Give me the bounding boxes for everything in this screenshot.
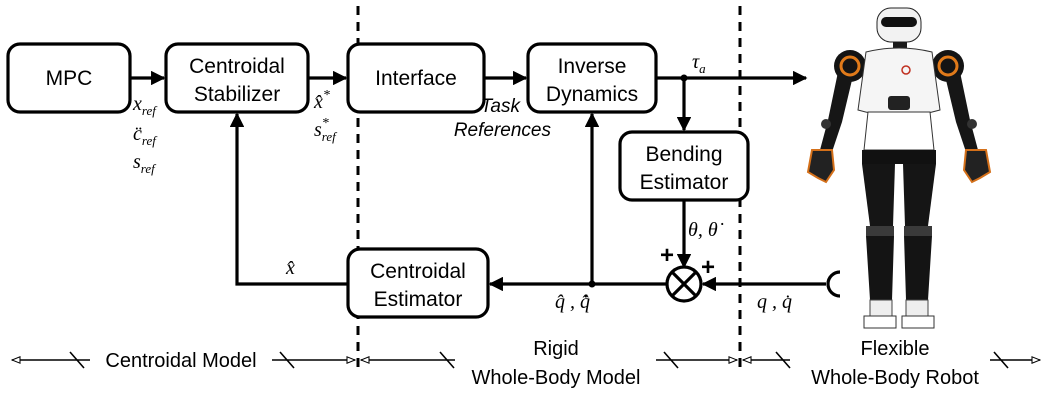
zone-tick-rigid-left <box>439 351 455 369</box>
zone-label-flexible-line1: Flexible <box>861 338 930 360</box>
humanoid-robot-image <box>806 7 992 329</box>
junction-torque <box>680 74 688 82</box>
zone-arrows <box>12 351 1040 369</box>
label-q: q , q̇ <box>757 291 792 313</box>
plus-sign-right: + <box>701 254 715 281</box>
interface-label: Interface <box>375 67 457 90</box>
label-xhat-star: x̂* <box>313 88 330 113</box>
zone-label-rigid-line1: Rigid <box>533 338 579 360</box>
bending-estimator-line1: Bending <box>645 143 722 166</box>
label-qhat: q̂ , q̂̇ <box>555 291 590 313</box>
label-references: References <box>454 120 552 141</box>
label-xhat: x̂ <box>285 257 295 279</box>
stabilizer-label-line1: Centroidal <box>189 55 285 78</box>
zone-label-rigid-line2: Whole-Body Model <box>472 367 641 389</box>
zone-tick-centroidal-right <box>279 351 295 369</box>
zone-label-centroidal: Centroidal Model <box>105 350 256 372</box>
label-s-star: s*ref <box>314 116 338 144</box>
zone-tick-centroidal-left <box>69 351 85 369</box>
inverse-dynamics-line1: Inverse <box>558 55 627 78</box>
plus-sign-top: + <box>660 242 674 269</box>
bending-estimator-line2: Estimator <box>640 171 729 194</box>
label-s-ref: sref <box>133 151 157 176</box>
label-x-ref: xref <box>132 93 158 118</box>
zone-tick-rigid-right <box>663 351 679 369</box>
label-tau: τa <box>692 51 706 76</box>
summing-junction-cross-b <box>670 270 698 298</box>
centroidal-estimator-line2: Estimator <box>374 288 463 311</box>
centroidal-estimator-line1: Centroidal <box>370 260 466 283</box>
label-c-ref: c̈ref <box>133 123 158 148</box>
mpc-label: MPC <box>46 67 93 90</box>
junction-qhat <box>588 280 596 288</box>
robot-sensor-port <box>826 270 841 298</box>
zone-tick-flexible-right <box>993 351 1009 369</box>
label-task: Task <box>481 96 522 117</box>
stabilizer-label-line2: Stabilizer <box>194 83 280 106</box>
label-theta: θ, θ̇ <box>688 219 724 241</box>
zone-label-flexible-line2: Whole-Body Robot <box>811 367 979 389</box>
zone-tick-flexible-left <box>775 351 791 369</box>
inverse-dynamics-line2: Dynamics <box>546 83 638 106</box>
arrow-estimator-to-stabilizer <box>229 112 348 286</box>
